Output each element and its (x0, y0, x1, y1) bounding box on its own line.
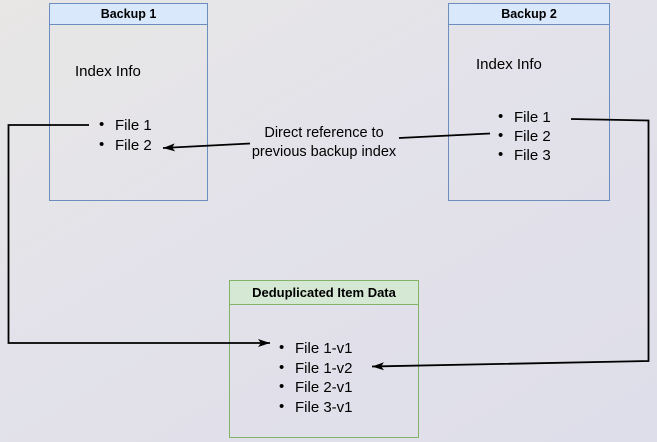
dedup-file-item: File 3-v1 (279, 397, 353, 418)
backup2-title: Backup 2 (449, 4, 609, 25)
dedup-file-item: File 2-v1 (279, 377, 353, 398)
deduplicated-item-data-box: Deduplicated Item Data File 1-v1 File 1-… (229, 280, 419, 438)
backup2-file-item: File 2 (498, 126, 551, 146)
backup2-file-item: File 3 (498, 145, 551, 165)
backup1-file-item: File 2 (99, 135, 152, 156)
backup1-file-list: File 1 File 2 (99, 115, 152, 156)
dedup-file-item: File 1-v2 (279, 358, 353, 379)
backup2-file-list: File 1 File 2 File 3 (498, 107, 551, 165)
backup1-box: Backup 1 Index Info File 1 File 2 (49, 3, 208, 201)
direct-reference-label: Direct reference to previous backup inde… (251, 125, 397, 160)
backup2-box: Backup 2 Index Info File 1 File 2 File 3 (448, 3, 610, 201)
backup2-subtitle: Index Info (476, 56, 542, 73)
dedup-file-list: File 1-v1 File 1-v2 File 2-v1 File 3-v1 (279, 338, 353, 418)
dedup-title: Deduplicated Item Data (230, 281, 418, 305)
dedup-file-item: File 1-v1 (279, 338, 353, 359)
backup1-file-item: File 1 (99, 115, 152, 136)
backup2-file-item: File 1 (498, 107, 551, 127)
backup1-title: Backup 1 (50, 4, 207, 25)
backup1-subtitle: Index Info (75, 63, 141, 80)
